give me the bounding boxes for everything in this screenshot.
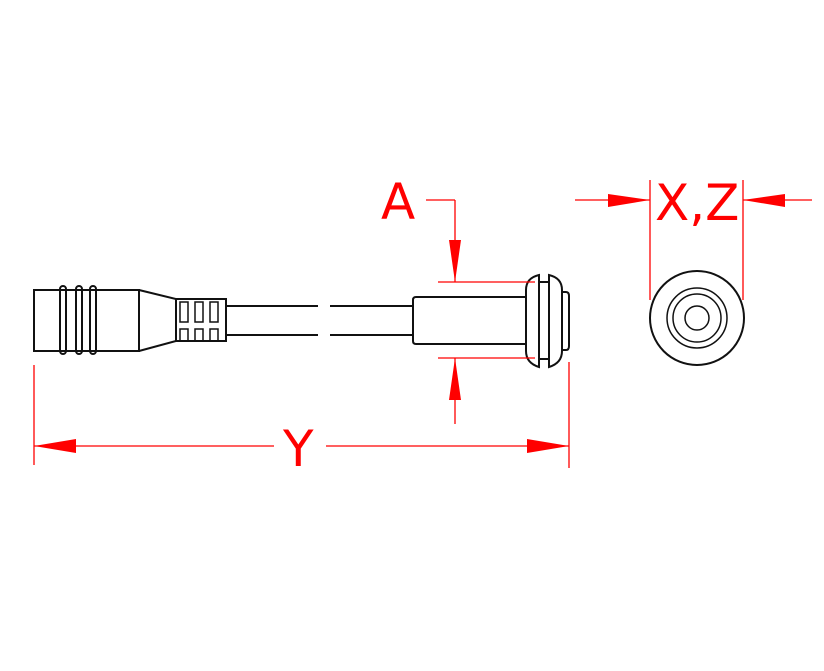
- dimension-label-xz: X,Z: [655, 174, 739, 232]
- dimension-y: Y: [33, 362, 570, 478]
- arrow-right-icon: [608, 194, 650, 207]
- end-view: [649, 270, 745, 366]
- grommet-flange-right: [548, 273, 563, 369]
- dimension-label-a: A: [381, 173, 415, 231]
- arrow-down-icon: [449, 240, 461, 282]
- sensor-body: [412, 273, 570, 369]
- strain-relief-slot: [194, 328, 204, 342]
- connector-body: [33, 289, 140, 352]
- sensor-barrel: [412, 296, 526, 345]
- lens-cap: [562, 291, 570, 351]
- connector-ring: [75, 285, 83, 355]
- end-view-circle: [672, 293, 722, 343]
- arrow-left-icon: [34, 439, 76, 453]
- strain-relief-slot: [179, 301, 189, 323]
- dimension-xz: X,Z: [575, 174, 812, 300]
- end-view-outer-circle: [649, 270, 745, 366]
- strain-relief-slot: [179, 328, 189, 342]
- dimension-label-y: Y: [282, 420, 314, 478]
- strain-relief-slot: [209, 301, 219, 323]
- end-view-inner-circle: [684, 305, 710, 331]
- connector-taper: [138, 289, 177, 352]
- cable: [226, 305, 413, 336]
- connector: [33, 285, 227, 355]
- connector-ring: [89, 285, 97, 355]
- end-view-circle: [666, 287, 728, 349]
- dimension-a: A: [381, 173, 535, 424]
- connector-ring: [59, 285, 67, 355]
- strain-relief-slot: [194, 301, 204, 323]
- grommet-flange-left: [525, 273, 540, 369]
- strain-relief-slot: [209, 328, 219, 342]
- arrow-right-icon: [527, 439, 569, 453]
